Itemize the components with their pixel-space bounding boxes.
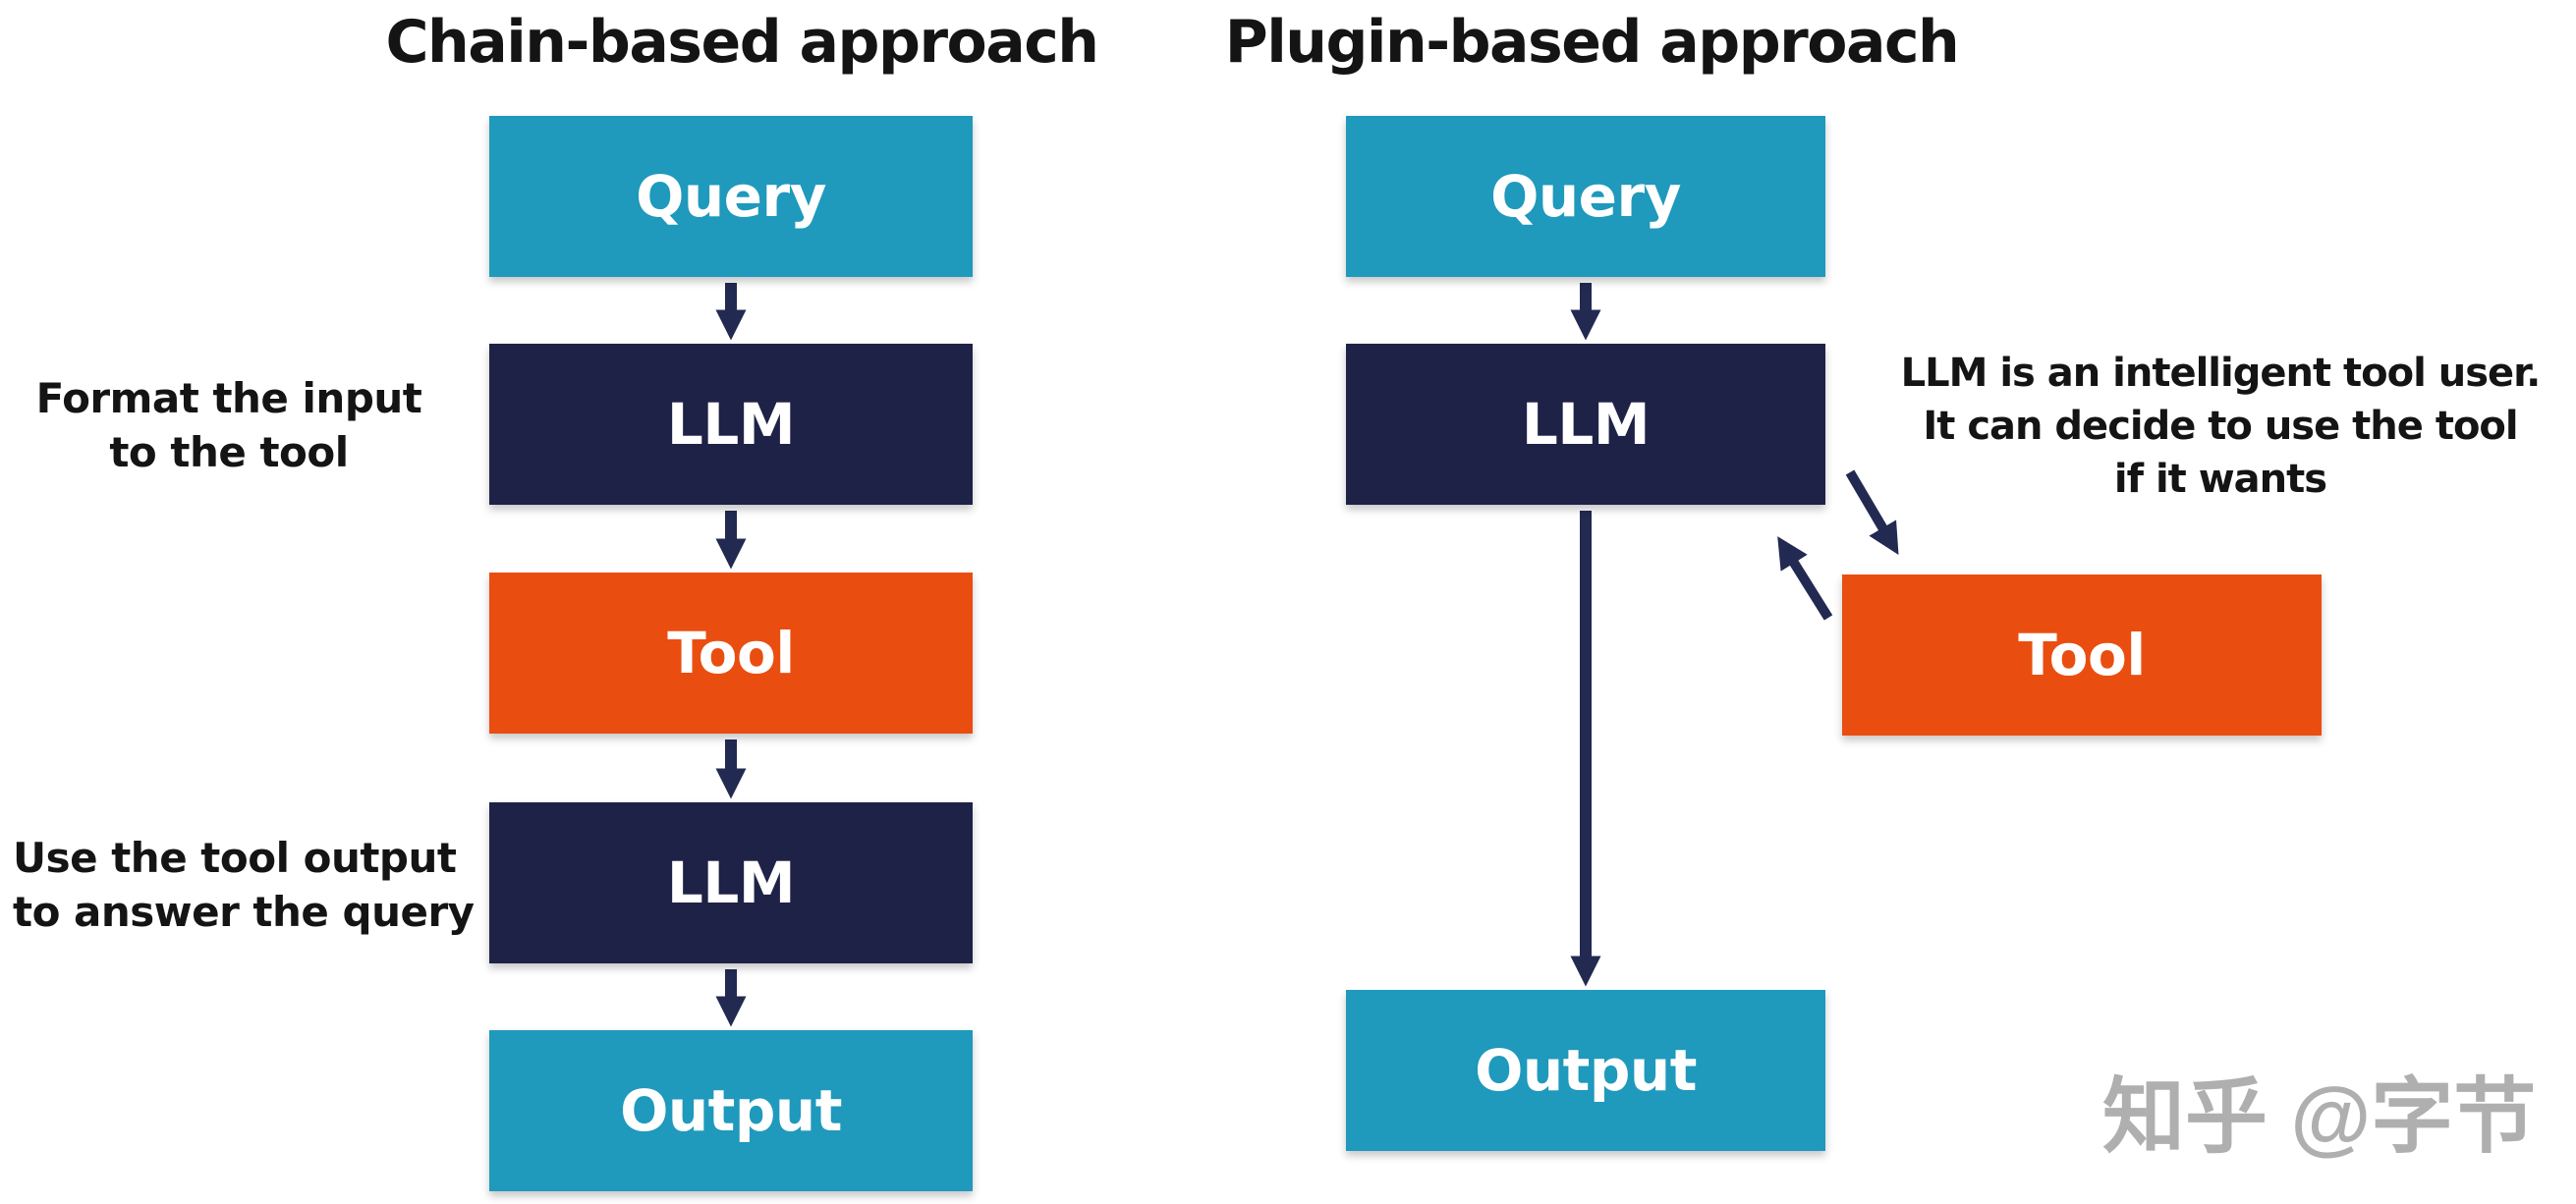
plugin-output-label: Output <box>1475 1037 1697 1104</box>
plugin-note-line-1: LLM is an intelligent tool user. <box>1900 351 2542 396</box>
plugin-query-label: Query <box>1490 163 1681 230</box>
zhihu-watermark: 知乎 @字节 <box>2102 1070 2537 1163</box>
chain-query-label: Query <box>636 163 826 230</box>
chain-llm-label-2: LLM <box>666 849 796 916</box>
chain-output-label: Output <box>620 1077 842 1144</box>
plugin-tool-box: Tool <box>1842 575 2322 736</box>
plugin-note-line-3: if it wants <box>2113 457 2327 502</box>
chain-tool-label: Tool <box>667 620 795 686</box>
plugin-llm-label: LLM <box>1521 391 1651 458</box>
plugin-query-box: Query <box>1346 116 1825 277</box>
plugin-arrow-tool-to-llm-icon <box>1777 536 1833 621</box>
plugin-approach-title: Plugin-based approach <box>1224 8 1960 77</box>
chain-tool-box: Tool <box>489 573 973 734</box>
plugin-output-box: Output <box>1346 990 1825 1151</box>
chain-query-box: Query <box>489 116 973 277</box>
chain-llm-box-2: LLM <box>489 802 973 963</box>
chain-note-use-output-line-2: to answer the query <box>13 888 475 936</box>
plugin-tool-label: Tool <box>2018 622 2146 688</box>
plugin-note-intelligent-tool-user: LLM is an intelligent tool user. It can … <box>1865 347 2576 506</box>
chain-note-format-input-line-1: Format the input <box>35 374 422 422</box>
chain-note-use-output-line-1: Use the tool output <box>13 834 457 882</box>
chain-llm-box-1: LLM <box>489 344 973 505</box>
plugin-arrow-llm-to-tool-icon <box>1845 469 1899 556</box>
chain-note-format-input: Format the input to the tool <box>13 371 445 479</box>
chain-llm-label-1: LLM <box>666 391 796 458</box>
chain-note-use-output: Use the tool output to answer the query <box>13 831 475 939</box>
plugin-llm-box: LLM <box>1346 344 1825 505</box>
chain-approach-title: Chain-based approach <box>385 8 1099 77</box>
chain-note-format-input-line-2: to the tool <box>109 428 349 476</box>
chain-output-box: Output <box>489 1030 973 1191</box>
plugin-note-line-2: It can decide to use the tool <box>1923 404 2518 449</box>
